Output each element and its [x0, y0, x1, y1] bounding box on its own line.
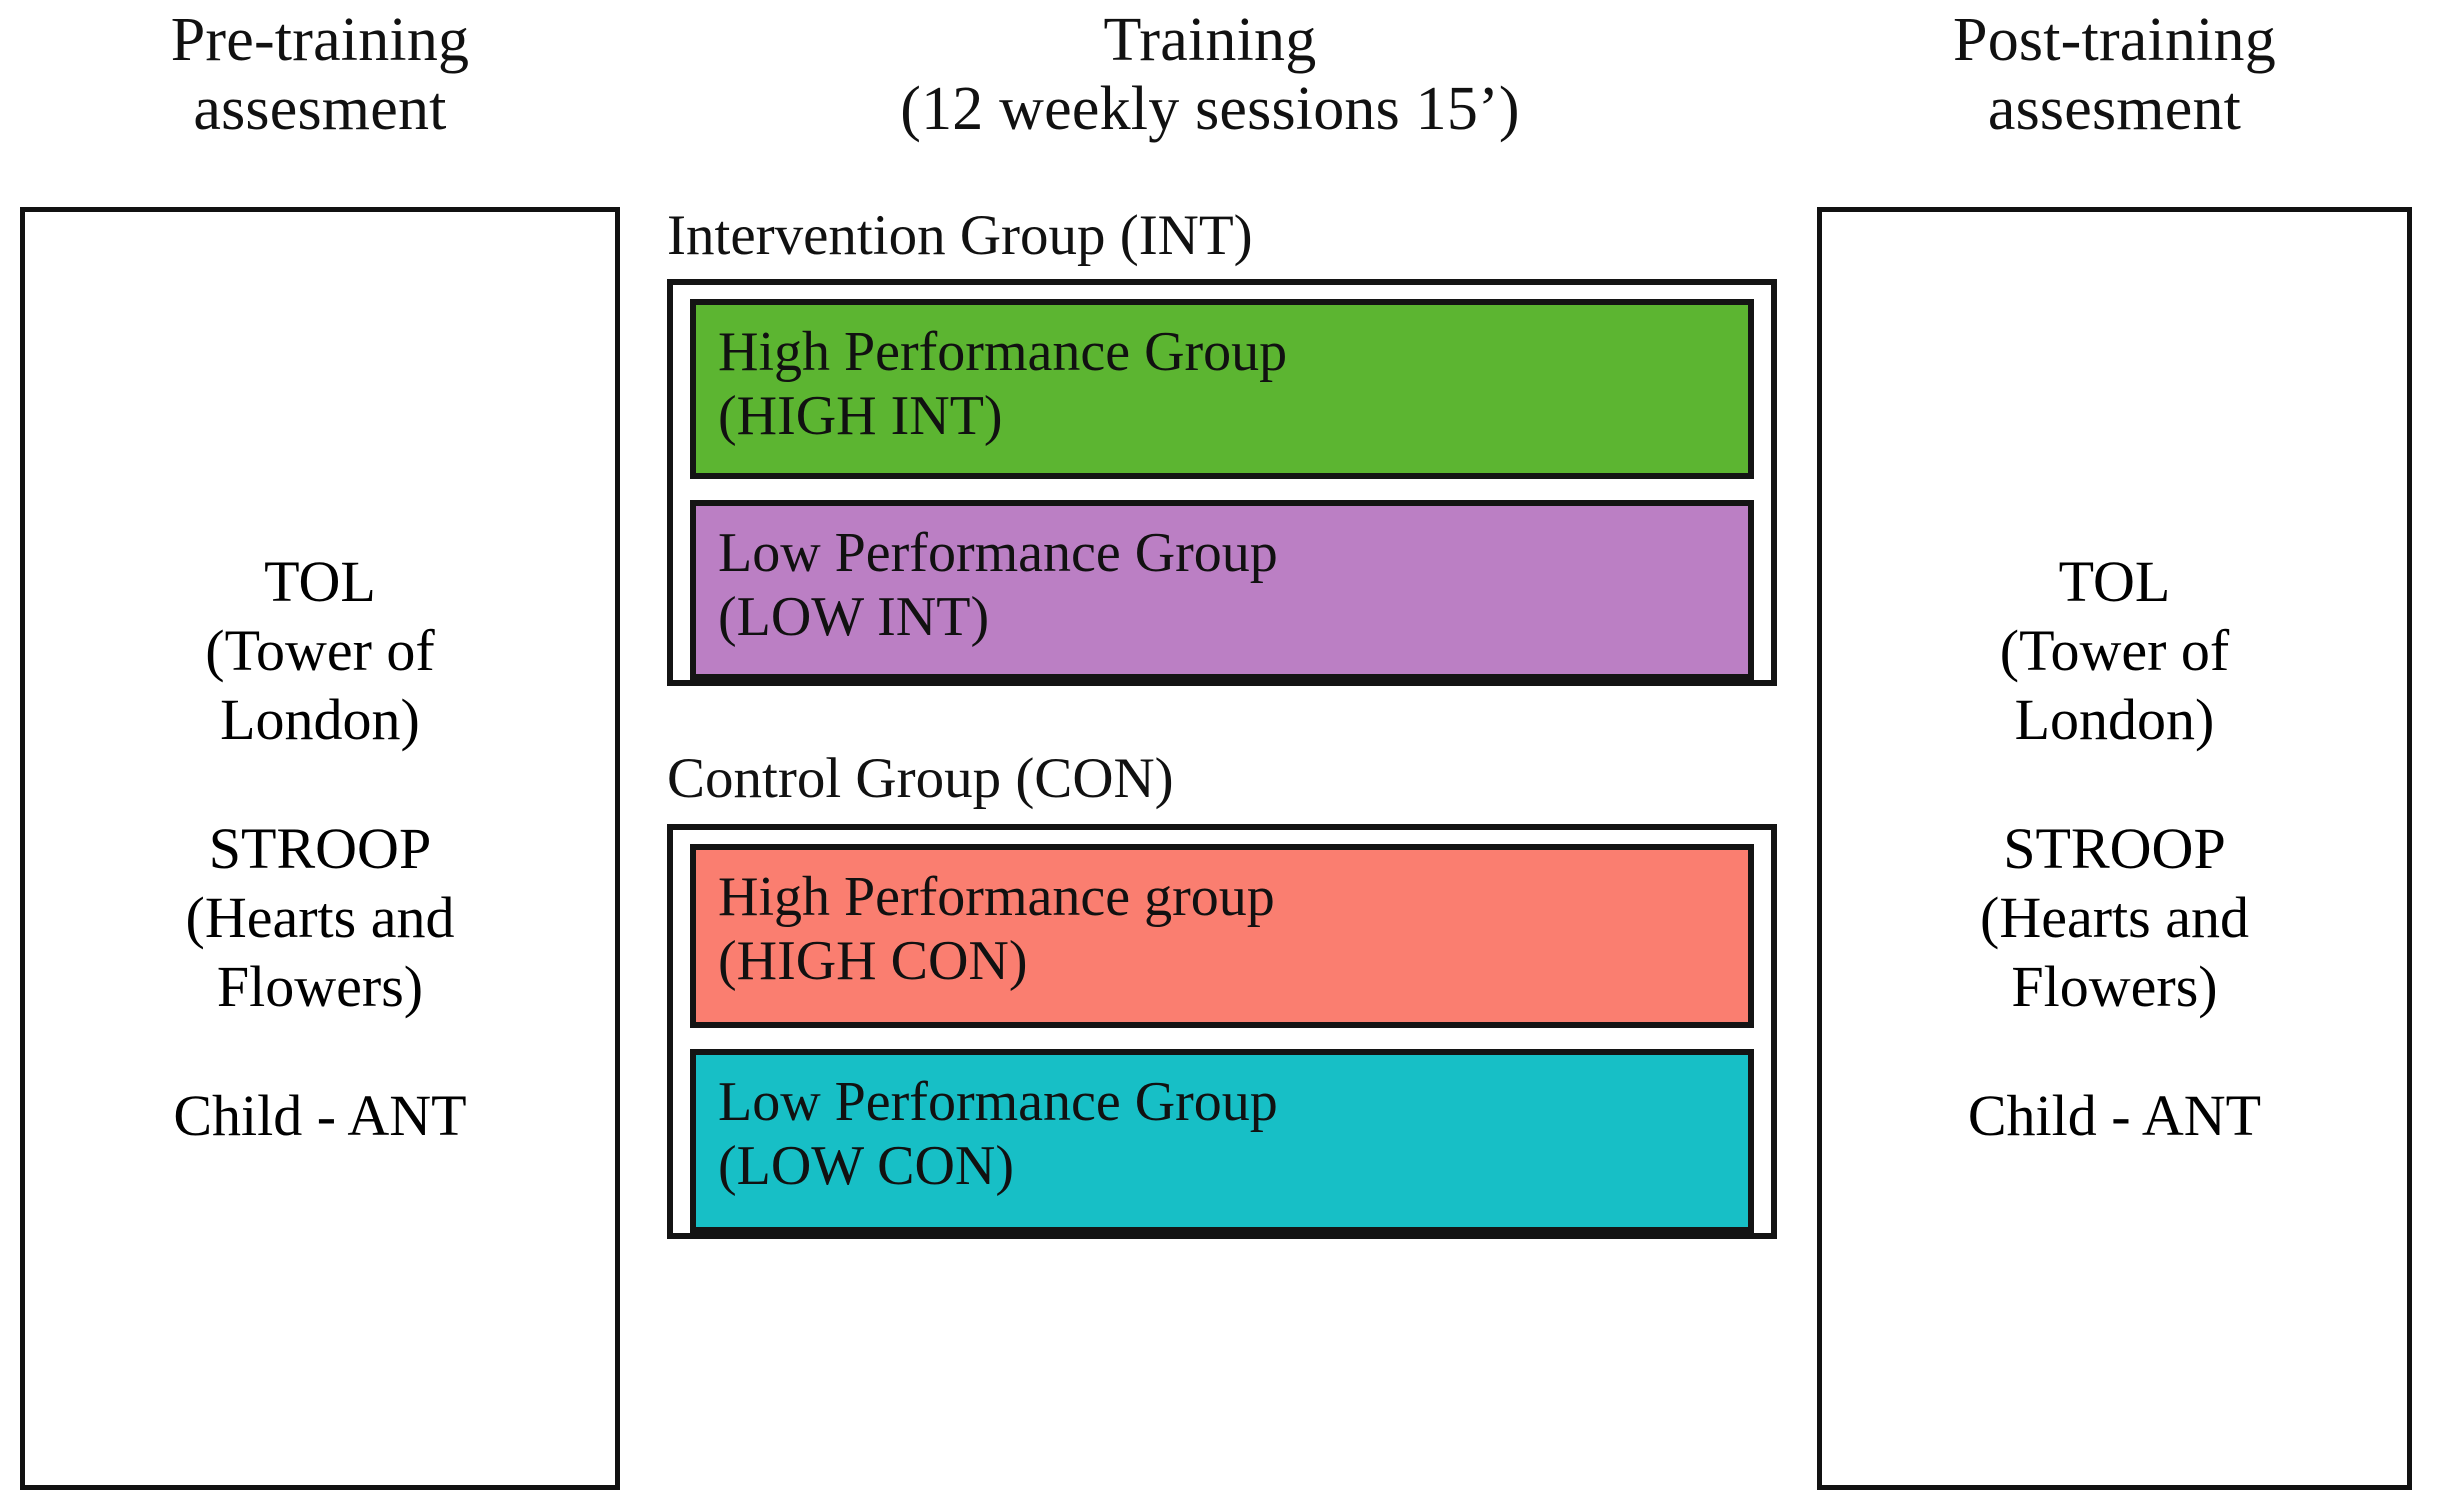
- low-int-label-line-1: Low Performance Group: [718, 522, 1278, 584]
- post-training-assessment-panel: TOL (Tower of London) STROOP (Hearts and…: [1817, 207, 2412, 1490]
- post-assessment-tol-detail-2: London): [2014, 686, 2215, 752]
- training-header-line-2: (12 weekly sessions 15’): [900, 75, 1520, 144]
- post-assessment-tol-name: TOL: [2058, 548, 2171, 614]
- pre-assessment-tol-detail-1: (Tower of: [205, 617, 435, 683]
- intervention-group-box: High Performance Group (HIGH INT) Low Pe…: [667, 279, 1777, 686]
- post-assessment-child-ant-name: Child - ANT: [1967, 1083, 2262, 1149]
- low-int-subgroup-box: Low Performance Group (LOW INT): [690, 500, 1754, 680]
- post-assessment-stroop-name: STROOP: [2003, 815, 2226, 881]
- pre-training-header-line-1: Pre-training: [170, 6, 470, 74]
- post-training-header-line-1: Post-training: [1953, 6, 2276, 74]
- low-con-subgroup-box: Low Performance Group (LOW CON): [690, 1049, 1754, 1233]
- high-con-label-line-1: High Performance group: [718, 866, 1275, 928]
- pre-assessment-tol-detail-2: London): [220, 686, 420, 752]
- pre-assessment-item-tol: TOL (Tower of London): [195, 547, 444, 754]
- control-group-box: High Performance group (HIGH CON) Low Pe…: [667, 824, 1777, 1239]
- post-assessment-tol-detail-1: (Tower of: [1999, 617, 2230, 683]
- pre-training-assessment-panel: TOL (Tower of London) STROOP (Hearts and…: [20, 207, 620, 1490]
- pre-assessment-item-stroop: STROOP (Hearts and Flowers): [176, 814, 465, 1021]
- pre-assessment-tol-name: TOL: [264, 548, 376, 614]
- high-con-subgroup-box: High Performance group (HIGH CON): [690, 844, 1754, 1028]
- pre-training-column-header: Pre-training assesment: [20, 6, 620, 145]
- post-assessment-item-tol: TOL (Tower of London): [1990, 547, 2239, 754]
- pre-assessment-item-child-ant: Child - ANT: [163, 1081, 476, 1150]
- pre-assessment-stroop-name: STROOP: [208, 815, 432, 881]
- pre-assessment-child-ant-name: Child - ANT: [173, 1083, 467, 1149]
- high-int-label-line-1: High Performance Group: [718, 321, 1288, 383]
- high-int-subgroup-box: High Performance Group (HIGH INT): [690, 299, 1754, 479]
- low-con-label-line-1: Low Performance Group: [718, 1071, 1278, 1133]
- post-training-column-header: Post-training assesment: [1817, 6, 2412, 145]
- post-assessment-stroop-detail-2: Flowers): [2011, 954, 2218, 1020]
- control-group-label: Control Group (CON): [667, 747, 1174, 810]
- post-training-header-line-2: assesment: [1987, 75, 2242, 144]
- pre-assessment-stroop-detail-2: Flowers): [216, 954, 424, 1020]
- post-assessment-item-child-ant: Child - ANT: [1958, 1081, 2271, 1150]
- high-int-label-line-2: (HIGH INT): [718, 384, 1003, 447]
- pre-assessment-stroop-detail-1: (Hearts and: [185, 885, 455, 950]
- low-int-label-line-2: (LOW INT): [718, 585, 990, 648]
- training-column: Intervention Group (INT) High Performanc…: [640, 207, 1780, 1490]
- high-con-label-line-2: (HIGH CON): [718, 929, 1028, 992]
- intervention-group-label: Intervention Group (INT): [667, 204, 1253, 267]
- post-assessment-item-stroop: STROOP (Hearts and Flowers): [1970, 814, 2259, 1021]
- pre-training-header-line-2: assesment: [193, 75, 447, 144]
- training-header-line-1: Training: [1103, 6, 1317, 74]
- training-column-header: Training (12 weekly sessions 15’): [640, 6, 1780, 145]
- low-con-label-line-2: (LOW CON): [718, 1134, 1015, 1197]
- post-assessment-stroop-detail-1: (Hearts and: [1980, 885, 2249, 950]
